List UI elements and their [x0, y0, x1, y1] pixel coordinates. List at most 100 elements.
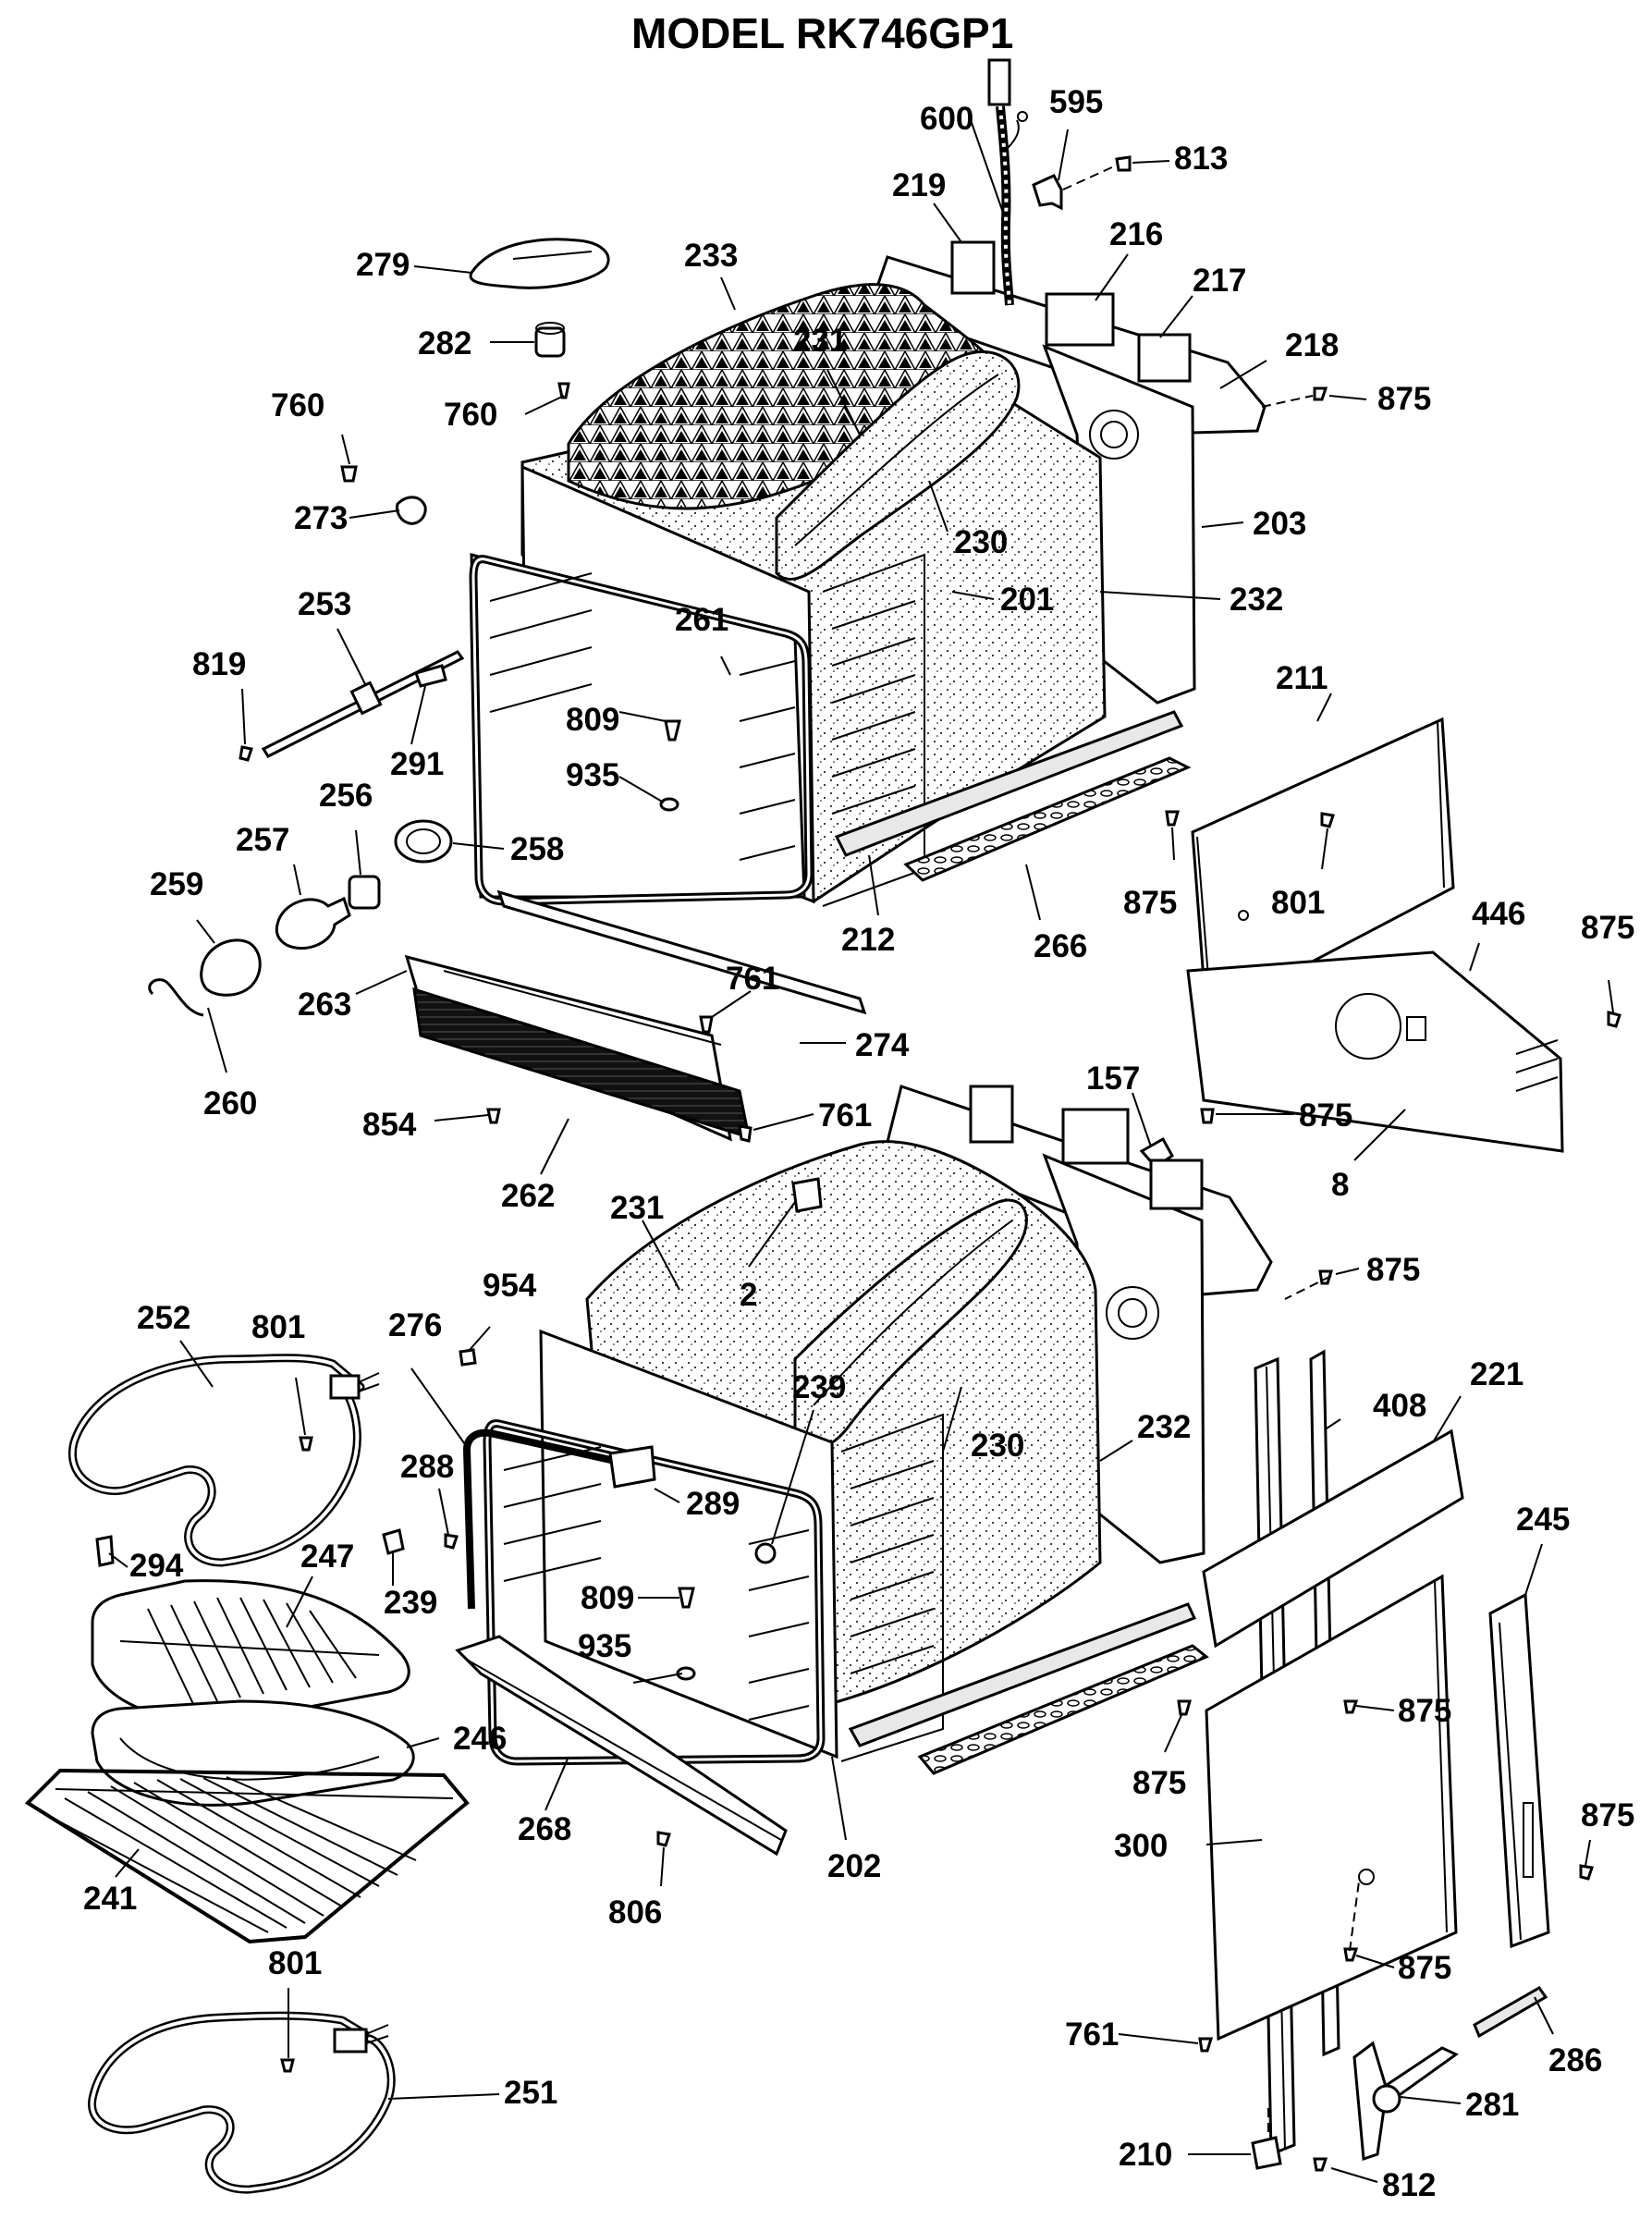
clip-954 — [459, 1348, 477, 1367]
screw-760a — [340, 465, 358, 483]
hinge-rod-286 — [1473, 1986, 1548, 2039]
part-labels: 600 595 813 219 216 217 218 875 279 233 … — [83, 84, 1634, 2203]
label-221: 221 — [1470, 1356, 1524, 1392]
frame-bracket-219 — [950, 240, 996, 295]
page-title: MODEL RK746GP1 — [631, 9, 1013, 57]
lower-oven-bottom-trim — [848, 1602, 1197, 1747]
label-260: 260 — [203, 1085, 257, 1122]
upper-oven-assembly — [469, 240, 1267, 907]
label-2: 2 — [740, 1277, 757, 1313]
label-875-h: 875 — [1581, 1797, 1634, 1833]
vent-trim-assembly — [404, 889, 867, 1143]
screw-813 — [1115, 155, 1132, 172]
label-230-a: 230 — [954, 524, 1008, 560]
vent-cap-279 — [469, 238, 610, 289]
label-259: 259 — [150, 866, 203, 902]
leveling-foot-210 — [1251, 2136, 1282, 2170]
bracket-294 — [95, 1535, 115, 1567]
label-257: 257 — [236, 822, 289, 858]
label-201: 201 — [1000, 582, 1054, 618]
label-274: 274 — [855, 1027, 910, 1063]
label-203: 203 — [1253, 506, 1306, 542]
screw-875d — [1200, 1108, 1215, 1124]
frame-bracket-217 — [1137, 333, 1192, 383]
label-247: 247 — [300, 1539, 354, 1575]
label-761-a: 761 — [726, 961, 779, 997]
screw-875h — [1579, 1864, 1594, 1881]
screw-875i — [1343, 1947, 1359, 1962]
cord-bracket-595 — [1032, 174, 1063, 211]
label-231-b: 231 — [610, 1190, 664, 1226]
label-801-c: 801 — [268, 1945, 322, 1981]
door-hinge-281 — [1352, 2041, 1389, 2162]
screw-801b — [299, 1436, 313, 1452]
label-239-b: 239 — [384, 1585, 437, 1621]
label-935-a: 935 — [566, 757, 619, 793]
label-291: 291 — [390, 746, 444, 782]
label-219: 219 — [892, 167, 946, 203]
label-801-a: 801 — [1271, 885, 1325, 921]
label-210: 210 — [1119, 2137, 1172, 2173]
screw-812 — [1313, 2157, 1328, 2172]
screw-760b — [557, 382, 570, 399]
oven-light-assembly — [148, 819, 453, 1017]
label-232-a: 232 — [1230, 582, 1283, 618]
label-211: 211 — [1276, 660, 1328, 696]
label-854: 854 — [362, 1107, 417, 1143]
label-289: 289 — [686, 1486, 740, 1522]
label-241: 241 — [83, 1881, 137, 1917]
label-246: 246 — [453, 1721, 507, 1757]
screw-875e — [1318, 1269, 1334, 1285]
label-819: 819 — [192, 646, 246, 682]
screw-875a — [1313, 386, 1328, 401]
label-813: 813 — [1174, 141, 1228, 177]
label-8: 8 — [1331, 1167, 1349, 1203]
lens-retainer-260 — [148, 978, 204, 1017]
broiler-pan-slots — [119, 1597, 380, 1707]
screw-875f — [1343, 1699, 1359, 1714]
light-bulb-257 — [275, 896, 351, 950]
label-258: 258 — [510, 831, 564, 867]
label-239-a: 239 — [792, 1369, 846, 1405]
label-281: 281 — [1465, 2087, 1519, 2123]
label-875-g: 875 — [1132, 1765, 1186, 1801]
screw-801c — [280, 2058, 295, 2073]
screw-875c — [1607, 1011, 1621, 1028]
label-273: 273 — [294, 500, 348, 536]
lower-left-accessories — [24, 1354, 470, 2194]
label-761-c: 761 — [1065, 2017, 1119, 2053]
label-218: 218 — [1285, 327, 1339, 363]
label-233: 233 — [684, 238, 738, 274]
light-receptacle-256 — [348, 875, 381, 910]
lower-oven-vent-grille — [917, 1644, 1209, 1775]
label-809-b: 809 — [581, 1580, 634, 1616]
lower-oven-assembly — [455, 1085, 1273, 1857]
label-600: 600 — [920, 101, 973, 137]
bracket-2 — [791, 1177, 823, 1213]
label-875-i: 875 — [1398, 1950, 1451, 1986]
label-279: 279 — [356, 247, 410, 283]
label-935-b: 935 — [578, 1628, 631, 1664]
label-251: 251 — [504, 2075, 557, 2111]
label-760-b: 760 — [444, 397, 497, 433]
upper-right-panels — [1186, 717, 1621, 1153]
side-bracket-245 — [1488, 1592, 1550, 1949]
kick-panel-268 — [455, 1635, 788, 1857]
label-202: 202 — [827, 1848, 881, 1884]
label-157: 157 — [1086, 1060, 1140, 1097]
label-245: 245 — [1516, 1502, 1570, 1538]
screw-806 — [656, 1831, 671, 1847]
label-266: 266 — [1034, 928, 1087, 964]
screw-761b — [738, 1124, 753, 1143]
label-252: 252 — [137, 1300, 190, 1336]
broil-element-terminal — [329, 1374, 361, 1400]
sensor-239a — [754, 1542, 777, 1564]
label-875-b: 875 — [1123, 885, 1177, 921]
lamp-socket-273 — [396, 496, 427, 525]
label-294: 294 — [129, 1548, 184, 1584]
oven-rack-241 — [24, 1768, 470, 1944]
side-panel-221 — [1202, 1428, 1464, 1649]
vent-tube-282 — [534, 326, 566, 358]
upper-oven-back-panel — [1042, 344, 1196, 705]
